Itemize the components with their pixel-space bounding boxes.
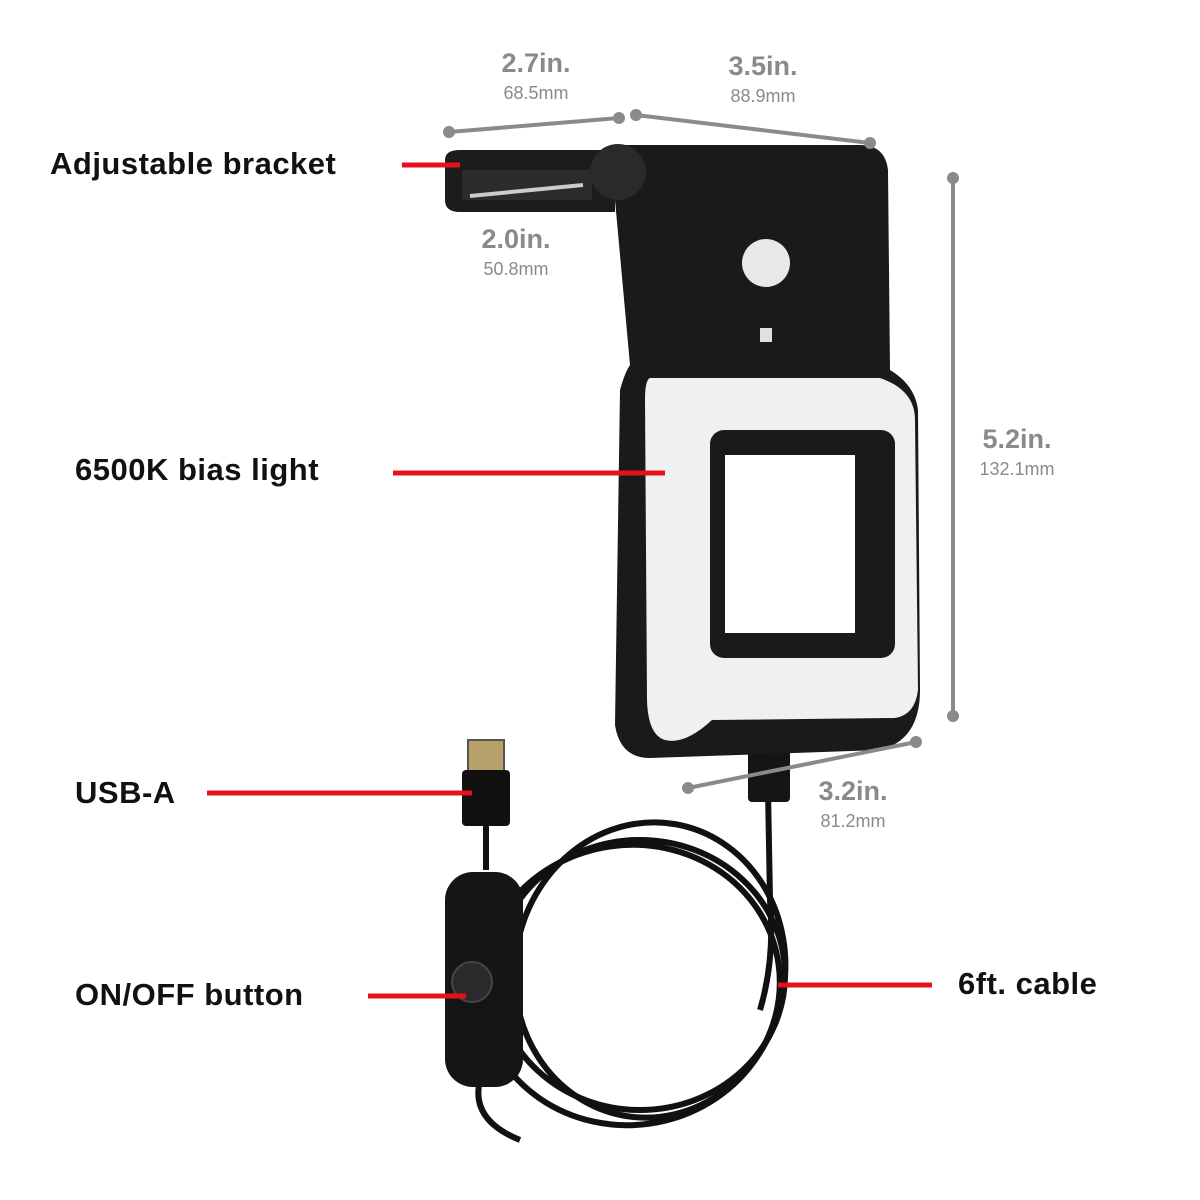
dimension-bottom-width: 3.2in. 81.2mm: [773, 776, 933, 832]
dimension-bracket-width: 2.7in. 68.5mm: [456, 48, 616, 104]
dimension-mm: 88.9mm: [730, 86, 796, 106]
callout-lines: [207, 162, 932, 999]
callout-adjustable-bracket: Adjustable bracket: [50, 146, 337, 181]
dimension-inches: 3.2in.: [818, 776, 888, 806]
dimension-top-width: 3.5in. 88.9mm: [683, 51, 843, 107]
dimension-inches: 2.0in.: [481, 224, 551, 254]
dimension-bracket-depth: 2.0in. 50.8mm: [436, 224, 596, 280]
bias-light-device: [445, 144, 920, 758]
callout-cable: 6ft. cable: [958, 966, 1098, 1001]
cable: [475, 789, 789, 1143]
dimension-inches: 3.5in.: [728, 51, 798, 81]
dimension-lines: [443, 109, 959, 794]
on-off-switch: [445, 872, 523, 1087]
callout-on-off-button: ON/OFF button: [75, 977, 304, 1012]
dimension-mm: 81.2mm: [820, 811, 886, 831]
dimension-inches: 2.7in.: [501, 48, 571, 78]
dimension-inches: 5.2in.: [982, 424, 1052, 454]
usb-a-plug-icon: [462, 739, 510, 826]
callout-usb-a: USB-A: [75, 775, 176, 810]
callout-bias-light: 6500K bias light: [75, 452, 320, 487]
dimension-mm: 132.1mm: [979, 459, 1055, 479]
dimension-mm: 68.5mm: [503, 83, 569, 103]
dimension-mm: 50.8mm: [483, 259, 549, 279]
dimension-height: 5.2in. 132.1mm: [937, 424, 1097, 480]
